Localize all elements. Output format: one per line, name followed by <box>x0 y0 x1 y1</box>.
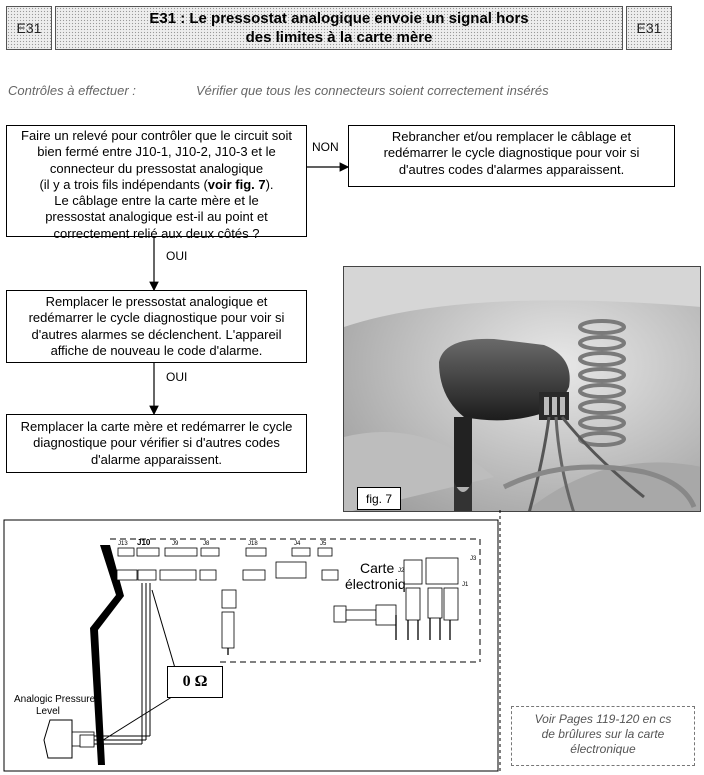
board-label-2: électroniq <box>345 576 406 592</box>
connector-label: J8 <box>203 541 210 547</box>
connector-label: J3 <box>470 556 477 562</box>
connector-label: J10 <box>137 538 151 547</box>
connector-label: J13 <box>118 541 128 547</box>
connector-label: J9 <box>172 541 179 547</box>
connector-label: J18 <box>248 541 258 547</box>
connector-label: J2 <box>398 568 405 574</box>
board-label-1: Carte <box>360 560 394 576</box>
reference-note: Voir Pages 119-120 en cs de brûlures sur… <box>511 706 695 766</box>
connector-label: J1 <box>462 582 469 588</box>
connector-label: J4 <box>294 541 301 547</box>
connector-label: J5 <box>320 541 327 547</box>
note-line: électronique <box>512 742 694 757</box>
note-line: de brûlures sur la carte <box>512 727 694 742</box>
sensor-label-1: Analogic Pressure <box>14 694 95 705</box>
note-line: Voir Pages 119-120 en cs <box>512 712 694 727</box>
sensor-label-2: Level <box>36 706 60 717</box>
resistance-readout: 0 Ω <box>167 666 223 698</box>
